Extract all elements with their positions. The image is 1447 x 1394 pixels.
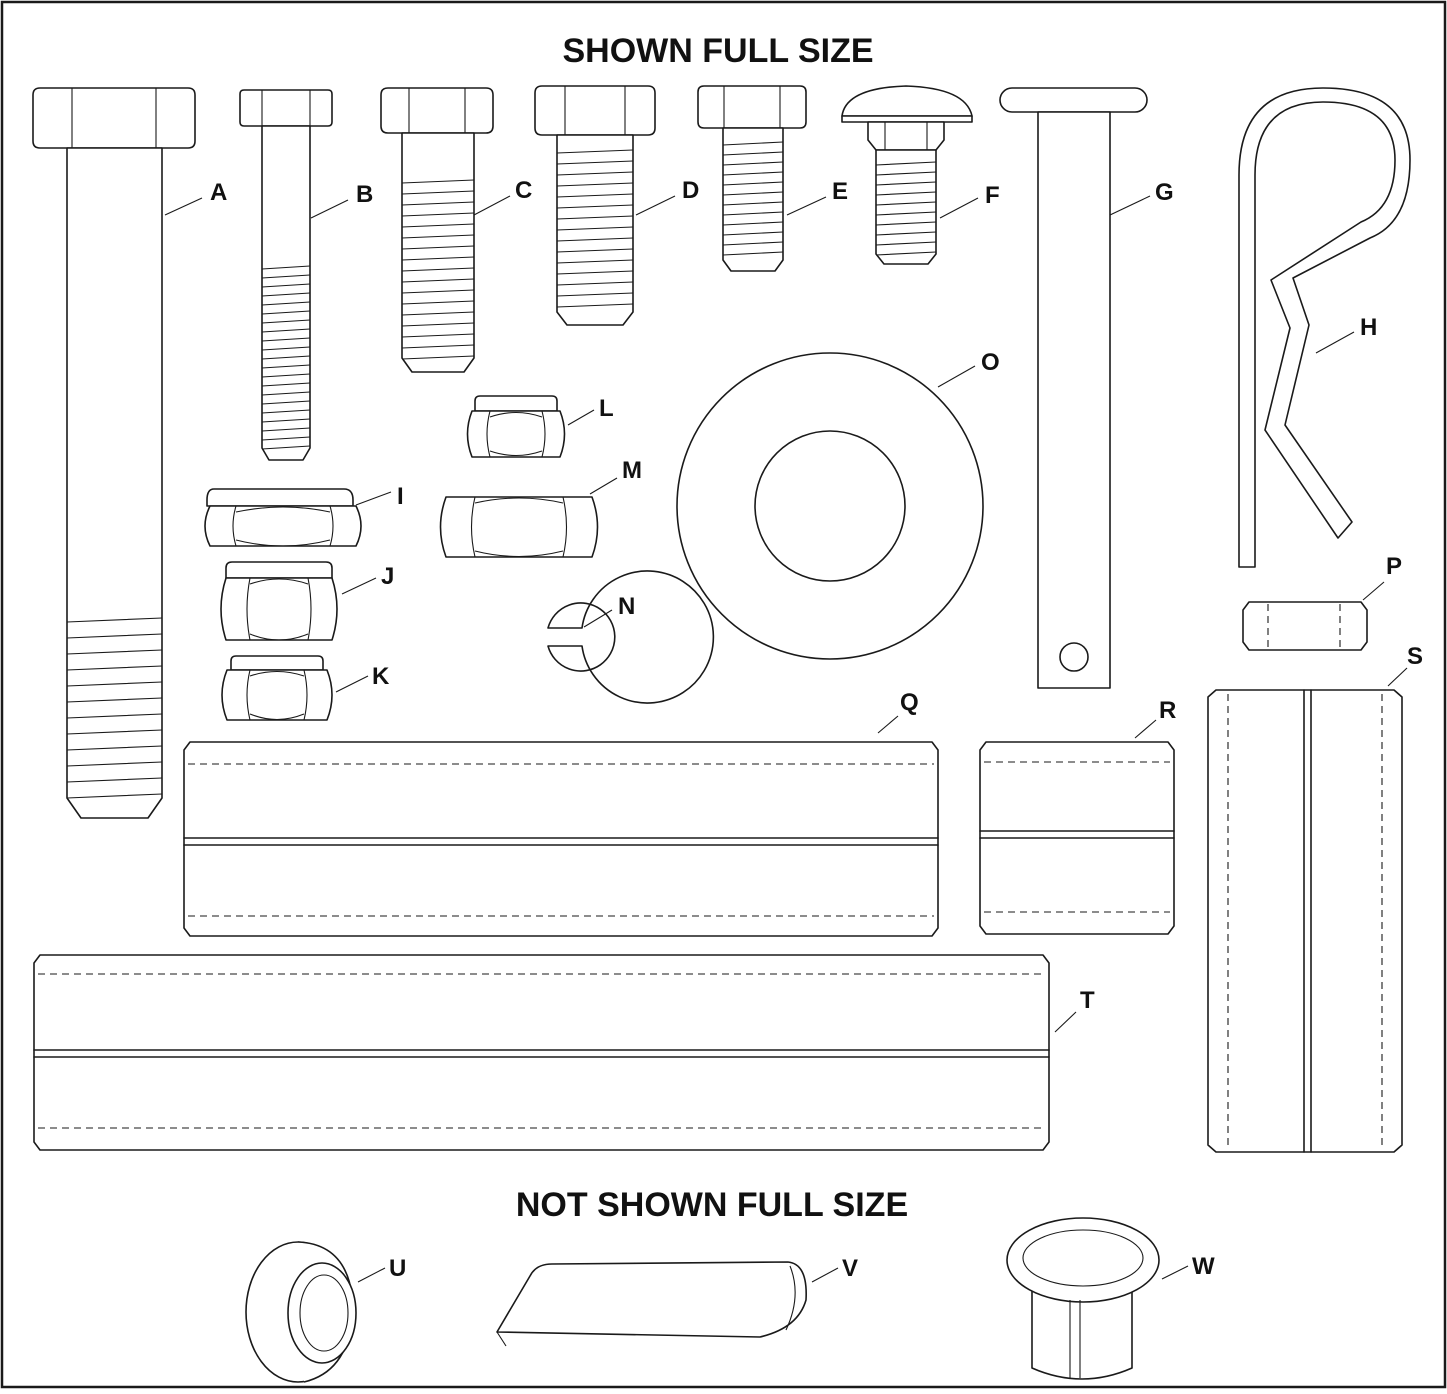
label-p: P (1386, 553, 1402, 580)
label-m: M (622, 457, 642, 484)
part-o-flat-washer (676, 352, 984, 660)
part-i-nut (204, 488, 362, 547)
label-l: L (599, 395, 614, 422)
label-k: K (372, 663, 390, 690)
label-d: D (682, 177, 699, 204)
part-w-split-bushing (1006, 1217, 1160, 1380)
label-c: C (515, 177, 532, 204)
part-q-spacer (183, 741, 939, 937)
part-r-spacer (979, 741, 1175, 935)
part-g-clevis-pin (999, 87, 1148, 689)
heading-shown-full-size: SHOWN FULL SIZE (562, 32, 873, 70)
part-j-lock-nut (220, 561, 338, 641)
label-f: F (985, 182, 1000, 209)
part-b-hex-bolt (239, 89, 333, 461)
label-w: W (1192, 1253, 1215, 1280)
label-q: Q (900, 689, 919, 716)
label-r: R (1159, 697, 1176, 724)
label-e: E (832, 178, 848, 205)
label-j: J (381, 563, 394, 590)
label-u: U (389, 1255, 406, 1282)
part-d-hex-bolt (534, 85, 656, 326)
part-f-carriage-bolt (841, 85, 973, 265)
part-u-flange-bushing (245, 1241, 357, 1383)
label-o: O (981, 349, 1000, 376)
label-s: S (1407, 643, 1423, 670)
part-h-hitch-pin-clip (1238, 87, 1411, 568)
label-g: G (1155, 179, 1174, 206)
part-l-lock-nut (466, 395, 566, 458)
label-t: T (1080, 987, 1095, 1014)
part-k-lock-nut (221, 655, 333, 721)
label-i: I (397, 483, 404, 510)
label-a: A (210, 179, 227, 206)
part-t-long-spacer (33, 954, 1050, 1151)
part-s-spacer (1207, 689, 1403, 1153)
label-v: V (842, 1255, 858, 1282)
part-a-long-hex-bolt (32, 87, 196, 819)
part-n-lock-washer (547, 570, 715, 704)
part-v-key (496, 1261, 807, 1347)
label-n: N (618, 593, 635, 620)
part-c-hex-bolt (380, 87, 494, 373)
part-p-small-spacer (1242, 601, 1368, 651)
part-e-hex-bolt (697, 85, 807, 272)
label-b: B (356, 181, 373, 208)
heading-not-shown-full-size: NOT SHOWN FULL SIZE (516, 1186, 908, 1224)
part-m-hex-nut (439, 496, 599, 558)
label-h: H (1360, 314, 1377, 341)
